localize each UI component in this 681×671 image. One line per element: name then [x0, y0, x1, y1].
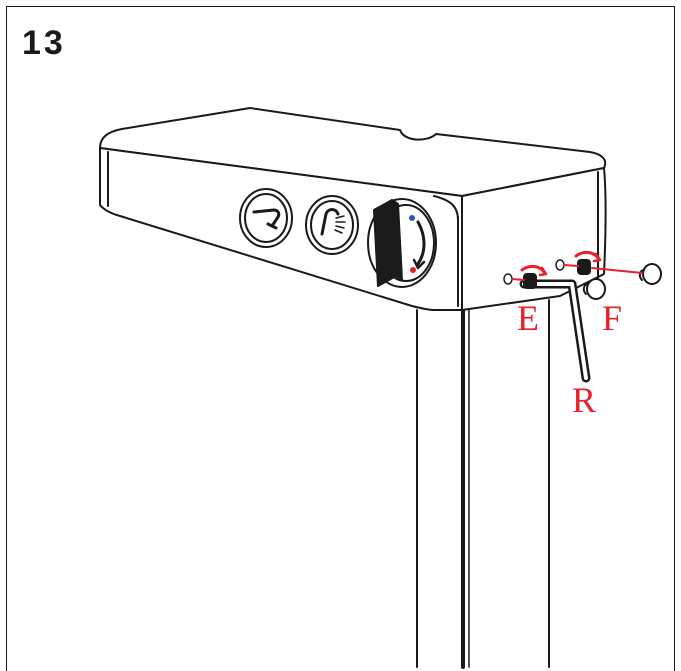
thermostat-front-face	[99, 147, 463, 311]
shower-column	[416, 299, 550, 669]
thermostat-top-face	[99, 107, 607, 197]
label-r: R	[572, 380, 596, 420]
hot-indicator	[410, 267, 416, 273]
hex-key-r	[519, 279, 591, 383]
label-f: F	[602, 298, 622, 338]
hand-shower-button	[239, 188, 293, 248]
diagram-frame	[6, 6, 675, 671]
cap-f	[638, 263, 662, 285]
overhead-shower-icon	[320, 208, 346, 236]
thermostat-knob	[367, 198, 437, 288]
thermostat-end-face	[461, 167, 607, 311]
label-e: E	[517, 298, 539, 338]
hand-shower-icon	[252, 208, 281, 230]
cap-e	[582, 278, 606, 300]
cold-indicator	[409, 215, 415, 221]
overhead-shower-button	[305, 195, 359, 255]
step-number: 13	[22, 24, 66, 62]
